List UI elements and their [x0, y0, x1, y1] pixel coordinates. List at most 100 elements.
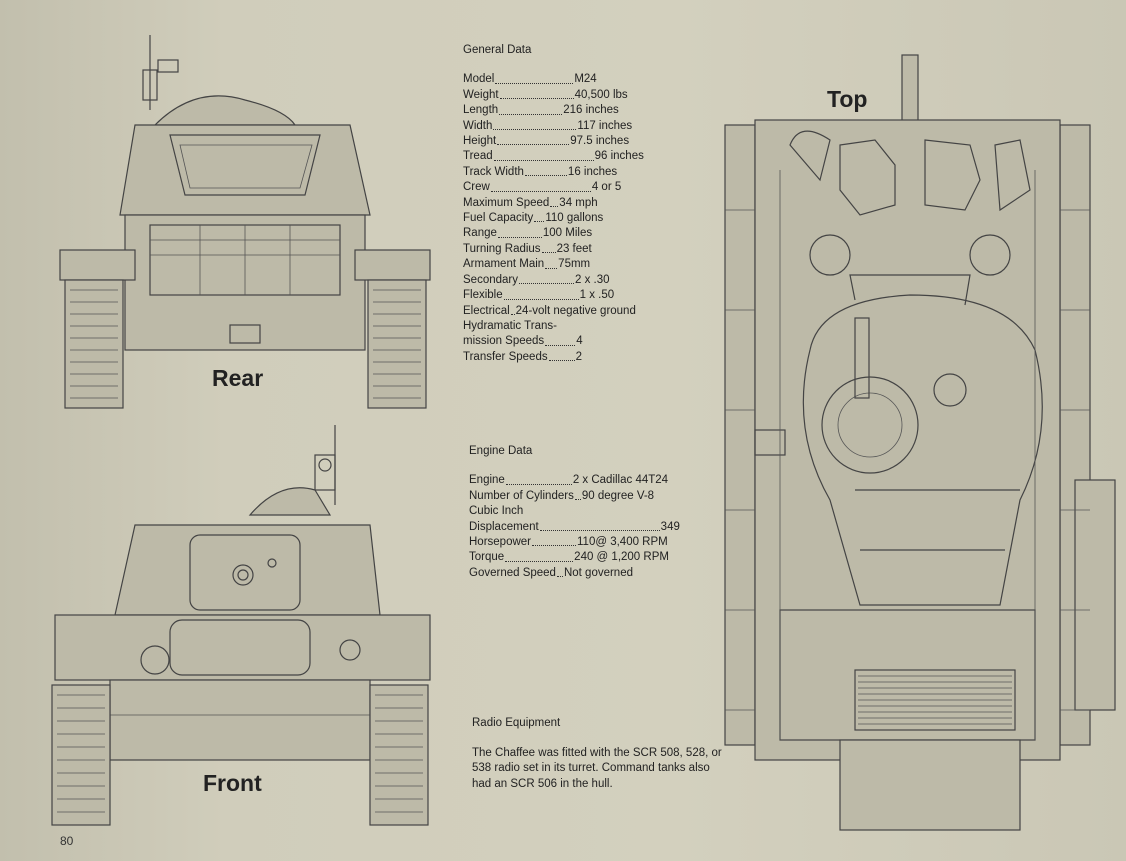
rear-view-label: Rear: [212, 365, 264, 391]
top-view-label: Top: [827, 86, 868, 112]
leader-dots: [499, 113, 563, 115]
spec-label: Flexible: [463, 289, 503, 302]
spec-value: 96 inches: [594, 150, 644, 163]
antenna: [314, 425, 336, 505]
spec-label: Track Width: [463, 165, 524, 178]
spec-label: Crew: [463, 181, 490, 194]
spec-label: Maximum Speed: [463, 196, 550, 209]
page-number: 80: [60, 834, 74, 848]
leader-dots: [518, 283, 574, 285]
front-view-drawing: [51, 425, 431, 826]
spec-row: Turning Radius 23 feet: [463, 242, 713, 257]
rear-hull-upper: [119, 124, 371, 216]
spec-label: Armament Main: [463, 258, 545, 271]
spec-label: Electrical: [463, 304, 510, 317]
spec-label: mission Speeds: [463, 335, 545, 348]
spec-label: Turning Radius: [463, 242, 541, 255]
rear-turret: [153, 95, 297, 126]
spec-label: Cubic Inch: [469, 505, 524, 518]
rear-view-drawing: [59, 35, 431, 409]
commander-cupola: [821, 376, 919, 474]
spec-label: Displacement: [469, 520, 539, 533]
spec-row: Cubic Inch: [469, 504, 719, 519]
front-view-label: Front: [203, 770, 262, 796]
leader-dots: [532, 545, 576, 547]
engine-data-title: Engine Data: [469, 445, 533, 457]
rear-left-fender: [59, 249, 136, 281]
spec-value: 4: [576, 335, 583, 348]
leader-dots: [548, 360, 575, 362]
front-right-track: [369, 684, 429, 826]
leader-dots: [505, 483, 572, 485]
general-data-title: General Data: [463, 44, 532, 56]
rear-deck-overhang: [839, 739, 1021, 831]
spec-value: 110@ 3,400 RPM: [577, 536, 668, 549]
spec-value: 34 mph: [559, 196, 598, 209]
leader-dots: [493, 159, 594, 161]
spec-row: Width 117 inches: [463, 119, 713, 134]
spec-value: 23 feet: [556, 242, 592, 255]
leader-dots: [539, 530, 660, 532]
spec-label: Fuel Capacity: [463, 212, 534, 225]
spec-label: Model: [463, 73, 495, 86]
spec-value: 2 x .30: [574, 273, 610, 286]
front-glacis: [54, 614, 431, 681]
gun-mantlet: [189, 534, 301, 611]
spec-value: 110 gallons: [545, 212, 604, 225]
leader-dots: [556, 576, 563, 578]
spec-label: Torque: [469, 551, 505, 564]
leader-dots: [493, 129, 577, 131]
radio-equipment-title: Radio Equipment: [472, 717, 561, 729]
leader-dots: [497, 236, 542, 238]
spec-label: Width: [463, 119, 493, 132]
spec-value: 24-volt negative ground: [515, 304, 636, 317]
hatch: [933, 373, 967, 407]
spec-row: Displacement 349: [469, 520, 719, 535]
turret-top: [802, 294, 1043, 606]
rear-left-track: [64, 279, 124, 409]
spec-row: Hydramatic Trans-: [463, 319, 713, 334]
spec-value: 16 inches: [567, 165, 618, 178]
spec-value: 100 Miles: [542, 227, 593, 240]
spec-value: 349: [660, 520, 680, 533]
spec-value: 2: [575, 350, 582, 363]
front-cupola: [248, 487, 332, 516]
spec-value: 40,500 lbs: [574, 88, 628, 101]
leader-dots: [499, 98, 574, 100]
spec-label: Length: [463, 104, 499, 117]
leader-dots: [541, 252, 556, 254]
spec-value: 97.5 inches: [570, 135, 630, 148]
front-left-track: [51, 684, 111, 826]
spec-label: Weight: [463, 88, 499, 101]
spec-value: 75mm: [558, 258, 591, 271]
front-lower-hull: [109, 679, 371, 761]
leader-dots: [545, 344, 576, 346]
leader-dots: [550, 206, 559, 208]
spec-row: Track Width 16 inches: [463, 165, 713, 180]
antenna: [142, 35, 179, 110]
spec-row: Weight 40,500 lbs: [463, 88, 713, 103]
spec-label: Governed Speed: [469, 566, 556, 579]
spec-value: 117 inches: [577, 119, 633, 132]
radio-equipment-section: Radio Equipment The Chaffee was fitted w…: [472, 716, 722, 792]
driver-hatches: [789, 130, 1031, 276]
leader-dots: [505, 560, 574, 562]
spec-label: Hydramatic Trans-: [463, 319, 557, 332]
spec-row: Armament Main 75mm: [463, 257, 713, 272]
spec-label: Tread: [463, 150, 493, 163]
leader-dots: [495, 82, 574, 84]
radio-equipment-text: The Chaffee was fitted with the SCR 508,…: [472, 746, 722, 790]
